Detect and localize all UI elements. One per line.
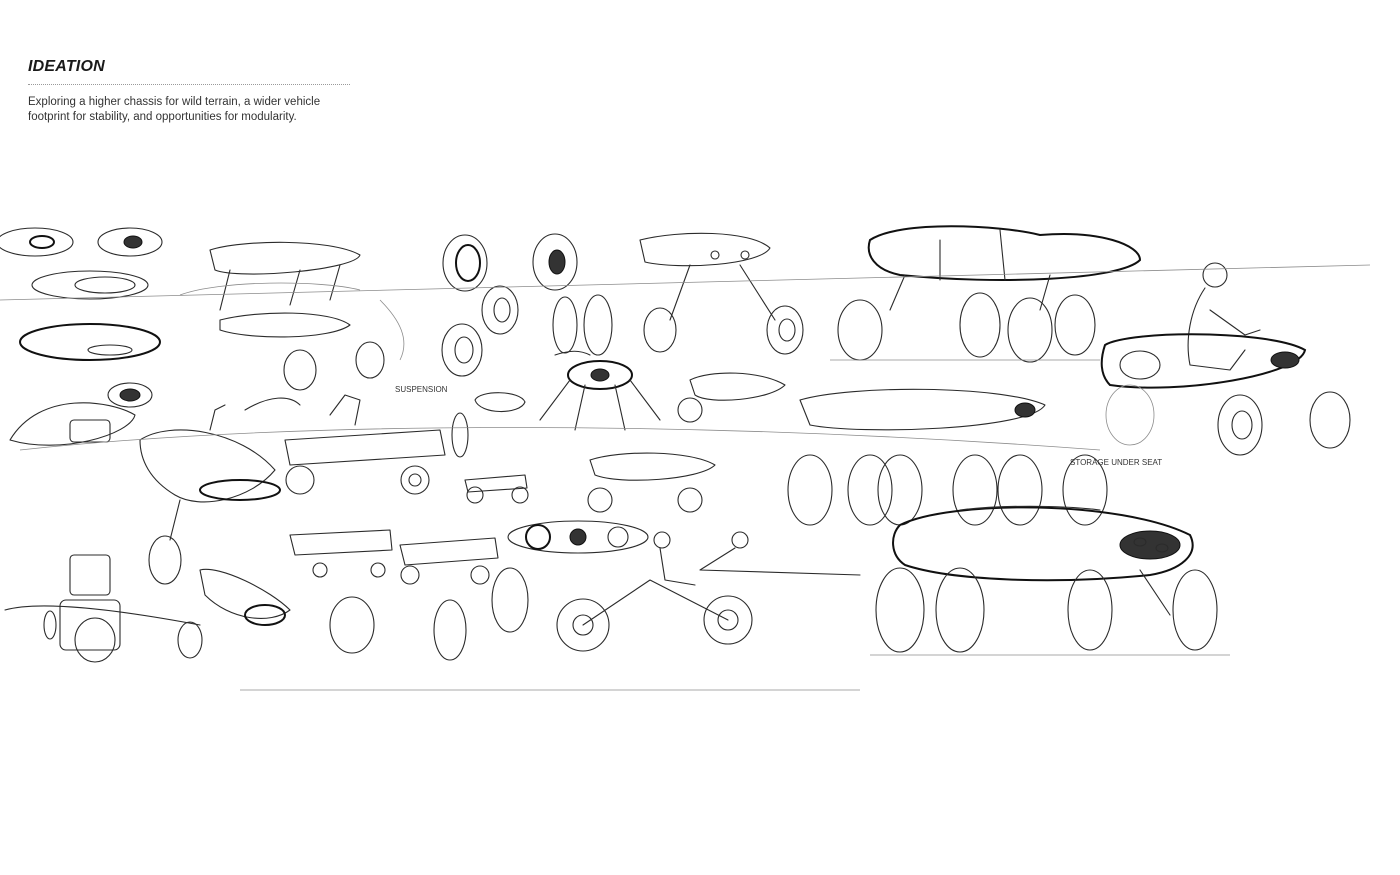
sketch-middle-rover: SUSPENSION <box>244 385 448 495</box>
annotation-under-seat: STORAGE UNDER SEAT <box>1070 458 1162 467</box>
sketch-spider-vehicle <box>451 350 661 458</box>
section-title: IDEATION <box>28 58 350 85</box>
sketch-tall-leg-vehicle <box>639 232 804 355</box>
svg-text:SUSPENSION: SUSPENSION <box>395 385 448 394</box>
sketch-drawing: SUSPENSION <box>0 225 1371 691</box>
ideation-sketch-sheet: SUSPENSION <box>0 170 1400 730</box>
sketch-pod-shapes <box>0 227 163 446</box>
sketch-tire-studies <box>441 233 613 377</box>
section-description: Exploring a higher chassis for wild terr… <box>28 95 350 125</box>
sketch-vehicle-middle-left <box>139 404 281 585</box>
description-line-2: footprint for stability, and opportuniti… <box>28 111 297 123</box>
sketch-bottom-rovers <box>289 529 529 661</box>
sketch-quad-top-right <box>830 225 1142 363</box>
sketch-construction-lines <box>0 264 1371 691</box>
sketch-recumbent-bike <box>507 520 861 652</box>
sketch-vehicle-upper-left <box>179 241 405 391</box>
description-line-1: Exploring a higher chassis for wild terr… <box>28 96 321 108</box>
sketch-rider-quad <box>1100 262 1351 456</box>
sketch-wheel-row: STORAGE UNDER SEAT <box>787 388 1162 526</box>
sketch-bottom-left-cluster <box>4 554 291 663</box>
ideation-header: IDEATION Exploring a higher chassis for … <box>28 58 350 125</box>
sketch-large-bottom-vehicle <box>870 505 1230 656</box>
sketch-small-rovers <box>464 372 786 513</box>
